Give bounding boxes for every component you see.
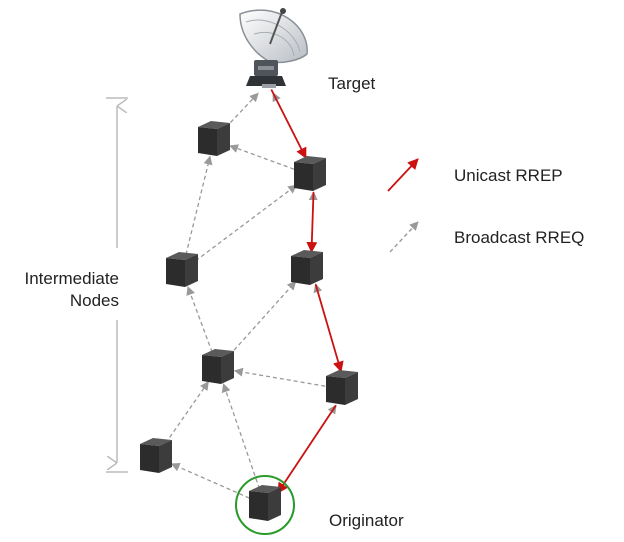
rrep-edge [314, 283, 344, 373]
node-n2 [294, 156, 326, 191]
node-n1 [198, 121, 230, 156]
rreq-edge [170, 462, 250, 499]
cube-node-icon [326, 370, 358, 405]
originator-ring [235, 475, 295, 535]
rreq-edge [225, 92, 259, 129]
legend-broadcast-label: Broadcast RREQ [454, 228, 584, 247]
target-label: Target [328, 74, 376, 93]
originator-label: Originator [329, 511, 404, 530]
satellite-dish-icon [239, 8, 308, 88]
cube-node-icon [294, 156, 326, 191]
rreq-edge [186, 285, 213, 353]
rreq-edge [165, 381, 209, 444]
node-n5 [202, 349, 234, 384]
cube-node-icon [202, 349, 234, 384]
rreq-edge [221, 383, 261, 490]
rreq-edge [229, 144, 295, 170]
rrep-edge [270, 89, 307, 159]
unicast-rrep-path [270, 89, 344, 494]
node-n3 [166, 252, 198, 287]
rreq-edge [228, 280, 297, 356]
node-n7 [140, 438, 172, 473]
rrep-edge [276, 404, 337, 494]
intermediate-nodes-label-line1: Intermediate [25, 269, 120, 288]
intermediate-nodes-label-line2: Nodes [70, 291, 119, 310]
rreq-edge [233, 367, 326, 387]
target-node [239, 8, 308, 88]
rrep-edge [306, 192, 318, 254]
cube-node-icon [249, 485, 281, 521]
rreq-edge [195, 184, 298, 262]
cube-node-icon [198, 121, 230, 156]
legend: Unicast RREP Broadcast RREQ [387, 158, 584, 253]
node-n4 [291, 250, 323, 285]
cube-node-icon [140, 438, 172, 473]
cube-node-icon [291, 250, 323, 285]
legend-broadcast-arrow [389, 221, 419, 253]
intermediate-nodes-bracket [106, 97, 128, 473]
rreq-edge [185, 155, 213, 255]
legend-unicast-arrow [387, 158, 419, 192]
cube-node-icon [166, 252, 198, 287]
legend-unicast-label: Unicast RREP [454, 166, 563, 185]
originator-node [235, 475, 295, 535]
node-n6 [326, 370, 358, 405]
